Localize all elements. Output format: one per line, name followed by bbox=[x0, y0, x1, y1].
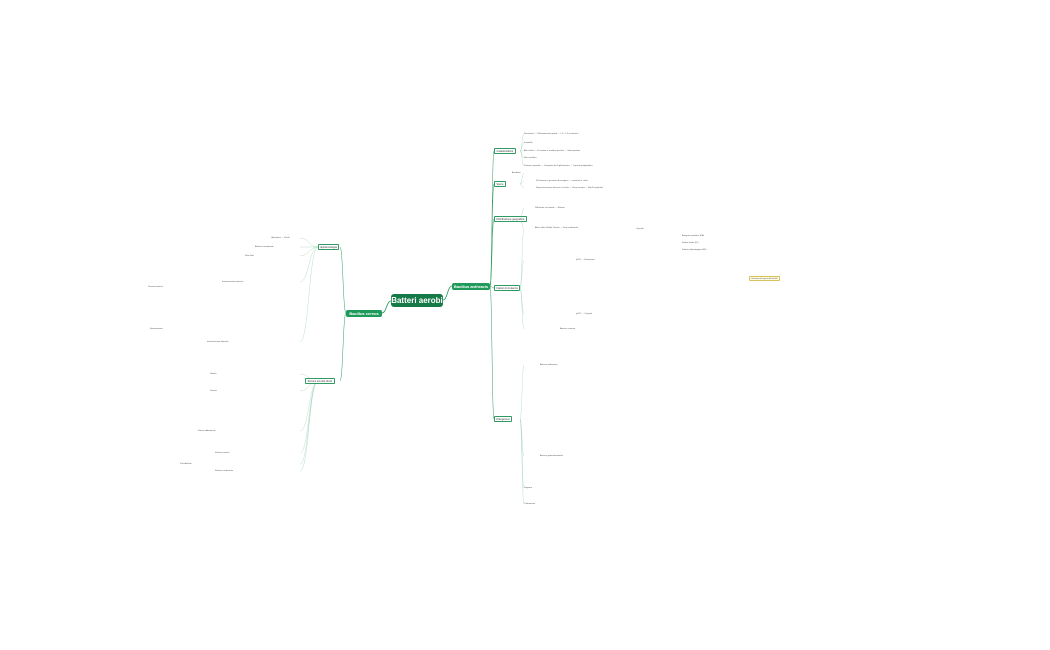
connector bbox=[519, 133, 525, 152]
group-sintomi[interactable]: Sintomi ed esiti clinici bbox=[305, 378, 335, 384]
leaf: Dimensioni → Relativamente grandi → 1,0 … bbox=[524, 133, 579, 135]
connector bbox=[299, 246, 319, 257]
connector bbox=[519, 183, 525, 189]
leaf: Sopravvivono per decenni nel suolo → Son… bbox=[536, 187, 603, 189]
connector bbox=[381, 300, 392, 314]
connector bbox=[519, 172, 525, 185]
connector bbox=[489, 285, 495, 420]
leaf: Alimenti contaminati bbox=[255, 246, 274, 248]
connector bbox=[519, 418, 525, 457]
connector bbox=[339, 312, 347, 382]
group-spore[interactable]: Spore bbox=[494, 181, 506, 187]
leaf: Antrace gastrointestinale bbox=[540, 455, 563, 457]
leaf: Dolore addominale bbox=[198, 430, 216, 432]
group-patogenesi[interactable]: Patogenesi bbox=[494, 416, 512, 422]
leaf: Antrace polmonare bbox=[540, 364, 558, 366]
connector bbox=[299, 380, 319, 465]
leaf: Si formano in presenza di ossigeno → res… bbox=[536, 180, 588, 182]
leaf: Panoftalmite bbox=[180, 463, 192, 465]
leaf: Infezioni oculari bbox=[215, 452, 230, 454]
leaf: Diarrea bbox=[210, 390, 217, 392]
connector bbox=[442, 285, 453, 301]
connector bbox=[519, 418, 525, 505]
connector bbox=[299, 237, 319, 248]
leaf: Diagnosi bbox=[524, 487, 533, 489]
leaf: Trattamento bbox=[524, 503, 536, 505]
leaf: Diffusione nel mondo → Erbivori bbox=[535, 207, 565, 209]
leaf: Enterotossina bbox=[150, 328, 163, 330]
leaf: Riso fritto bbox=[245, 255, 254, 257]
branch-right[interactable]: Bacillus anthracis bbox=[452, 283, 490, 290]
connector bbox=[519, 287, 525, 330]
leaf: Immobile bbox=[524, 142, 533, 144]
connector bbox=[299, 246, 319, 283]
connector bbox=[299, 380, 319, 472]
leaf: Ubiquitario → Suolo bbox=[271, 237, 290, 239]
leaf: Fattore edematogeno (EF) bbox=[682, 249, 707, 251]
connector bbox=[519, 418, 525, 489]
connector bbox=[489, 285, 495, 289]
branch-left[interactable]: Bacillus cereus bbox=[346, 310, 382, 317]
leaf: Non emolitico bbox=[524, 157, 537, 159]
connector bbox=[519, 259, 525, 289]
leaf: Infezioni sistemiche bbox=[215, 470, 234, 472]
leaf: pXO1 → Esotossine bbox=[576, 259, 595, 261]
connector bbox=[519, 364, 525, 420]
leaf: Intossicazione diarroica bbox=[207, 341, 229, 343]
leaf: Aerobiosi bbox=[512, 172, 521, 174]
leaf: Antigene protettivo (PA) bbox=[682, 235, 704, 237]
connector bbox=[489, 218, 495, 287]
connector bbox=[519, 180, 525, 185]
group-caratteristiche[interactable]: Caratteristiche bbox=[494, 148, 516, 154]
leaf: Alla coltura → È catalasi e ossidasi pos… bbox=[524, 150, 581, 152]
connector bbox=[519, 228, 525, 289]
leaf: Fattore letale (LF) bbox=[682, 242, 699, 244]
group-fattori-virulenza[interactable]: Fattori di virulenza bbox=[494, 285, 521, 291]
leaf: Vomito bbox=[210, 373, 217, 375]
connector bbox=[519, 142, 525, 152]
connector bbox=[489, 183, 495, 287]
leaf: Africa, Asia, Medio Oriente → Zone endem… bbox=[535, 227, 579, 229]
annotation-note: Infezione da spore del bacillo bbox=[749, 276, 780, 281]
leaf: Intossicazione emetica bbox=[222, 281, 244, 283]
leaf: Capsula bbox=[636, 228, 644, 230]
connector bbox=[299, 380, 319, 454]
leaf: Proteine capsulari → Composte da D-gluta… bbox=[524, 165, 593, 167]
leaf: pXO2 → Capsula bbox=[576, 313, 593, 315]
root-node[interactable]: Batteri aerobi bbox=[391, 294, 443, 307]
leaf: Tossina emetica bbox=[148, 286, 163, 288]
connector bbox=[339, 246, 347, 314]
leaf: Antrace cutaneo bbox=[560, 328, 576, 330]
connector bbox=[299, 246, 319, 343]
group-distribuzione[interactable]: Distribuzione geografica bbox=[494, 216, 527, 222]
connector bbox=[519, 150, 525, 167]
group-epidemiologia[interactable]: Epidemiologia bbox=[318, 244, 340, 250]
